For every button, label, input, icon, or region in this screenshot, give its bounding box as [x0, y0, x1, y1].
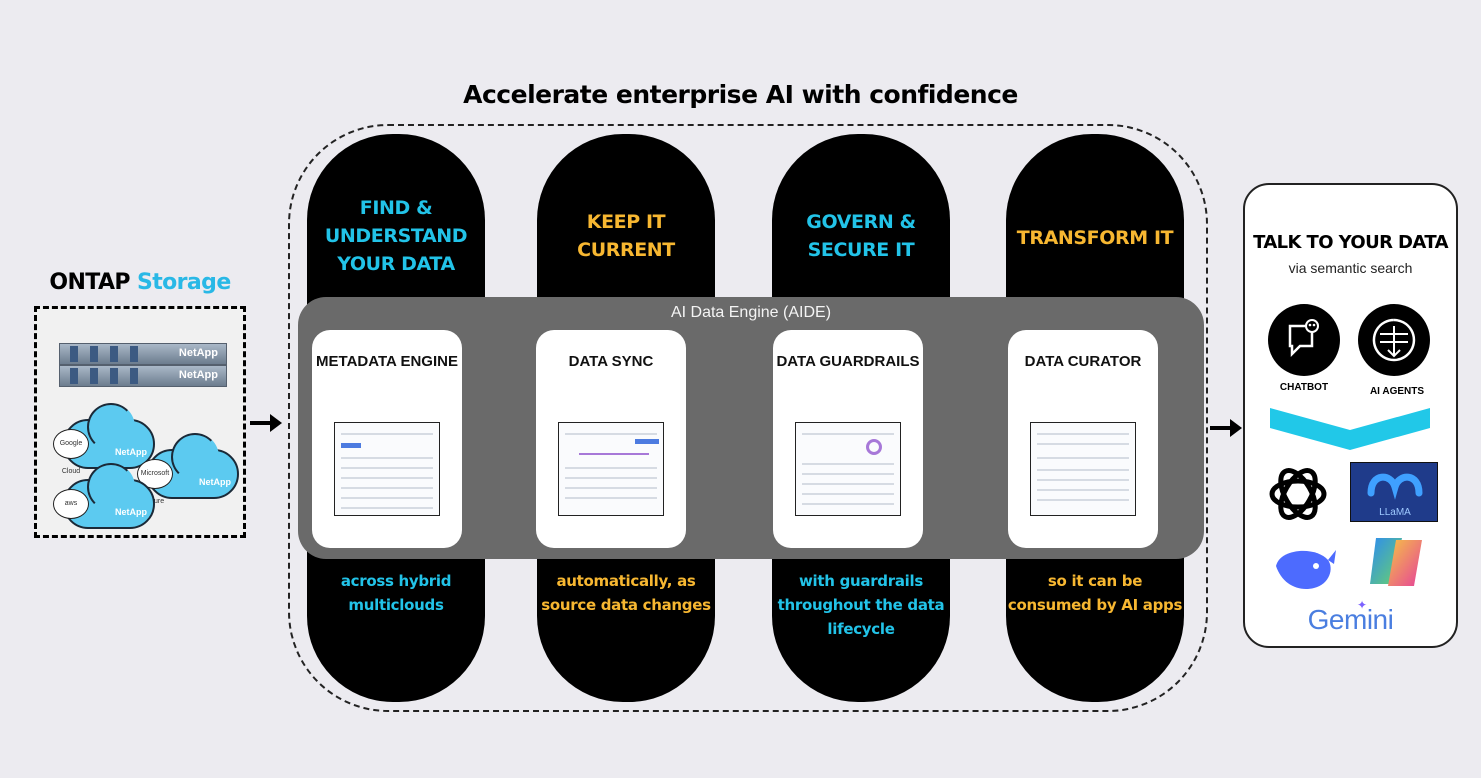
copilot-logo-icon — [1362, 530, 1434, 594]
screenshot-thumbnail — [334, 422, 440, 516]
aws-badge: aws — [53, 489, 89, 519]
card-data-curator: DATA CURATOR — [1008, 330, 1158, 548]
pillar-heading: GOVERN & SECURE IT — [806, 211, 916, 261]
deepseek-logo-icon — [1270, 540, 1340, 596]
storage-array: NetApp — [59, 365, 227, 387]
arrow-right-icon — [1210, 419, 1242, 437]
openai-logo-icon — [1262, 458, 1334, 530]
arrow-right-icon — [250, 414, 282, 432]
ontap-title-accent: Storage — [137, 270, 231, 295]
llama-logo-icon: LLaMA — [1350, 462, 1438, 522]
pillar-heading: KEEP IT CURRENT — [577, 211, 675, 261]
screenshot-thumbnail — [795, 422, 901, 516]
google-cloud-icon: Google Cloud NetApp — [53, 403, 155, 475]
card-title: DATA CURATOR — [1024, 353, 1142, 370]
google-cloud-badge: Google Cloud — [53, 429, 89, 475]
card-title: DATA SYNC — [568, 353, 654, 370]
azure-cloud-icon: Microsoft Azure NetApp — [137, 433, 239, 505]
ontap-storage-box: NetApp NetApp Google Cloud NetApp Micros… — [34, 306, 246, 538]
aws-cloud-icon: aws NetApp — [53, 463, 155, 529]
storage-array: NetApp — [59, 343, 227, 365]
pillar-heading: TRANSFORM IT — [1016, 227, 1174, 249]
aide-label: AI Data Engine (AIDE) — [670, 304, 832, 321]
netapp-label: NetApp — [199, 477, 231, 487]
pillar-heading: FIND & UNDERSTAND YOUR DATA — [324, 197, 468, 275]
screenshot-thumbnail — [558, 422, 664, 516]
card-data-guardrails: DATA GUARDRAILS — [773, 330, 923, 548]
card-data-sync: DATA SYNC — [536, 330, 686, 548]
card-title: DATA GUARDRAILS — [776, 353, 920, 370]
pillar-caption: across hybrid multiclouds — [340, 572, 452, 614]
gemini-logo: Gemini — [1307, 604, 1394, 635]
ontap-storage-title: ONTAP Storage — [30, 270, 250, 295]
pillar-caption: automatically, as source data changes — [541, 572, 711, 614]
netapp-label: NetApp — [178, 347, 218, 359]
aide-frame — [288, 124, 1208, 712]
sparkle-icon: ✦ — [1357, 598, 1368, 612]
netapp-label: NetApp — [115, 447, 147, 457]
card-title: METADATA ENGINE — [316, 353, 458, 370]
pillar-caption: so it can be consumed by AI apps — [1007, 572, 1183, 614]
screenshot-thumbnail — [1030, 422, 1136, 516]
pillar-caption: with guardrails throughout the data life… — [777, 572, 945, 638]
llama-label: LLaMA — [1379, 507, 1411, 518]
chevron-down-icon — [1270, 408, 1430, 450]
ontap-title-main: ONTAP — [49, 270, 130, 295]
chatbot-label: CHATBOT — [1279, 382, 1329, 393]
chatbot-icon — [1268, 304, 1340, 376]
talk-subtitle: via semantic search — [1288, 260, 1413, 276]
netapp-label: NetApp — [178, 369, 218, 381]
page-title: Accelerate enterprise AI with confidence — [463, 80, 1018, 109]
card-metadata-engine: METADATA ENGINE — [312, 330, 462, 548]
ai-agents-icon — [1358, 304, 1430, 376]
talk-title: TALK TO YOUR DATA — [1253, 232, 1448, 253]
ai-agents-label: AI AGENTS — [1369, 386, 1425, 397]
netapp-label: NetApp — [115, 507, 147, 517]
